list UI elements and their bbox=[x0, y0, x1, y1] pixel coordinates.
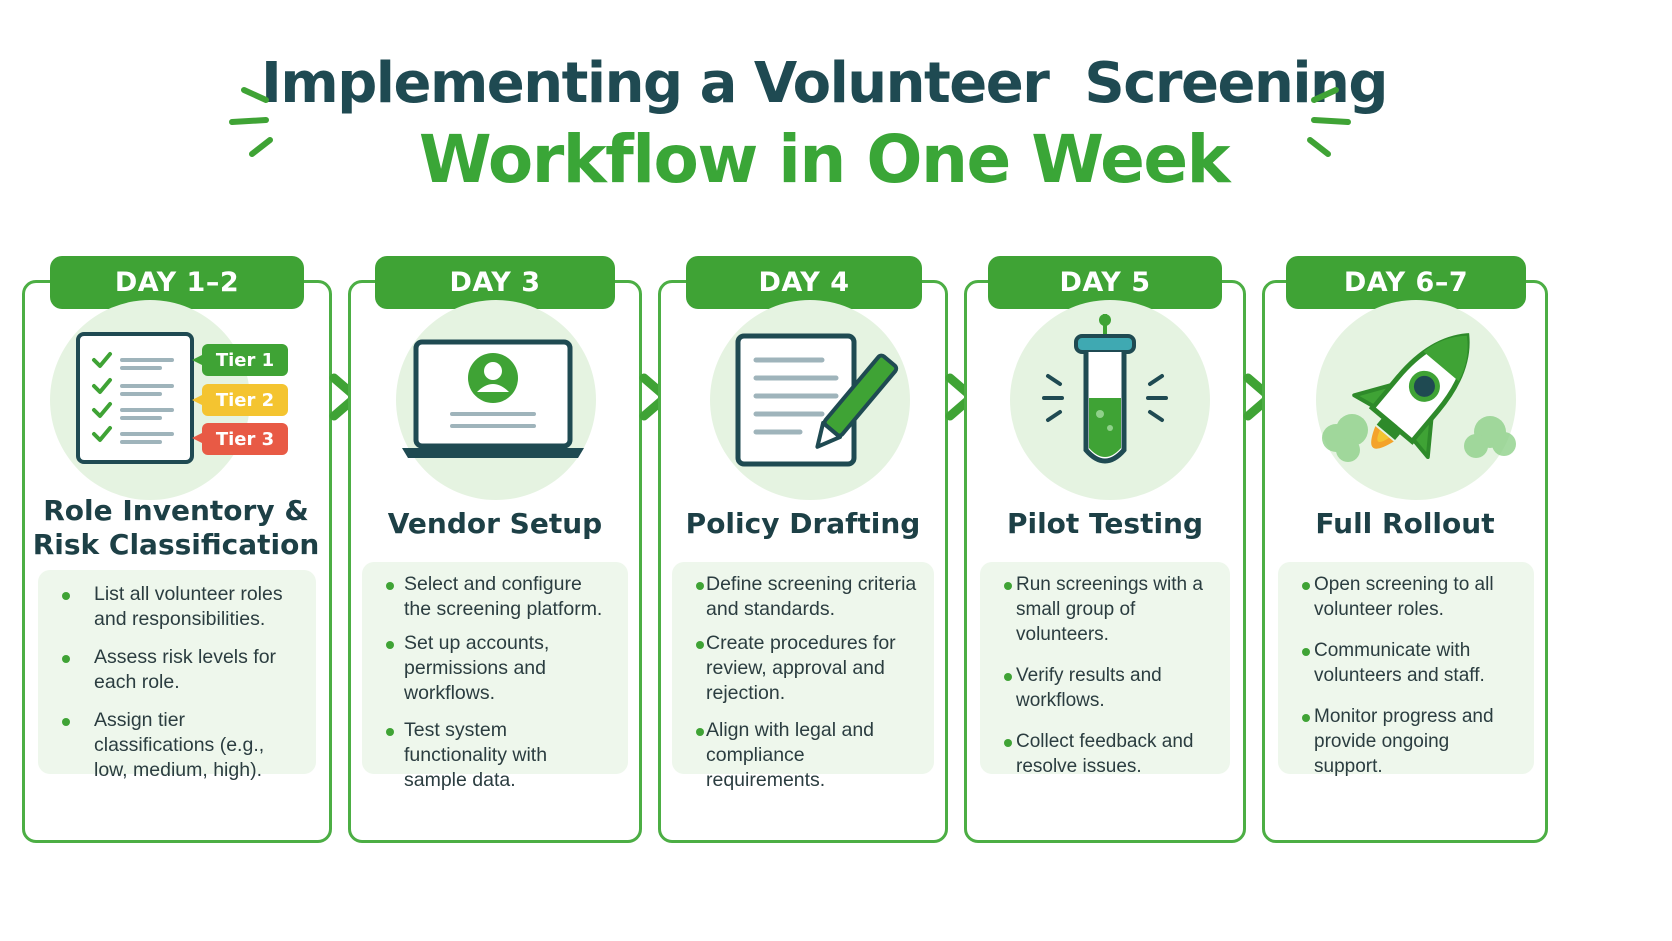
day-tab-1: DAY 1–2 bbox=[50, 256, 304, 309]
rocket-icon bbox=[1322, 333, 1516, 462]
step-list-4: Run screenings with a small group of vol… bbox=[980, 562, 1230, 777]
title-line-2: Workflow in One Week bbox=[418, 121, 1231, 198]
step-title-1: Role Inventory & Risk Classification bbox=[26, 494, 326, 562]
list-item: Assess risk levels for each role. bbox=[56, 645, 302, 695]
step-title-5-line-1: Full Rollout bbox=[1315, 507, 1495, 540]
step-title-1-line-2: Risk Classification bbox=[32, 528, 320, 561]
step-list-5: Open screening to all volunteer roles. C… bbox=[1278, 562, 1534, 777]
step-title-2-line-1: Vendor Setup bbox=[387, 507, 603, 540]
step-title-5: Full Rollout bbox=[1264, 507, 1546, 541]
step-list-2: Select and configure the screening platf… bbox=[362, 562, 628, 791]
tier-2-badge: Tier 2 bbox=[202, 384, 288, 416]
list-item: Open screening to all volunteer roles. bbox=[1296, 572, 1520, 622]
list-item: Monitor progress and provide ongoing sup… bbox=[1296, 704, 1520, 779]
list-item: Collect feedback and resolve issues. bbox=[998, 729, 1216, 779]
burst-right-icon bbox=[1307, 87, 1351, 157]
burst-left-icon bbox=[229, 87, 273, 157]
step-title-4-line-1: Pilot Testing bbox=[1006, 507, 1204, 540]
test-tube-icon bbox=[1042, 314, 1168, 464]
list-item: Create procedures for review, approval a… bbox=[690, 631, 920, 706]
list-item: Align with legal and compliance requirem… bbox=[690, 718, 920, 793]
step-title-1-line-1: Role Inventory & bbox=[43, 494, 309, 527]
title-line-1: Implementing a Volunteer Screening bbox=[261, 51, 1389, 116]
list-item: Select and configure the screening platf… bbox=[380, 572, 614, 622]
document-pen-icon bbox=[735, 333, 899, 467]
list-item: List all volunteer roles and responsibil… bbox=[56, 582, 302, 632]
list-item: Run screenings with a small group of vol… bbox=[998, 572, 1216, 647]
tier-1-badge: Tier 1 bbox=[202, 344, 288, 376]
step-list-1: List all volunteer roles and responsibil… bbox=[38, 570, 316, 781]
step-list-3: Define screening criteria and standards.… bbox=[672, 562, 934, 791]
list-item: Test system functionality with sample da… bbox=[380, 718, 614, 793]
list-item: Assign tier classifications (e.g., low, … bbox=[56, 708, 302, 783]
step-title-2: Vendor Setup bbox=[350, 507, 640, 541]
tier-3-badge: Tier 3 bbox=[202, 423, 288, 455]
list-item: Define screening criteria and standards. bbox=[690, 572, 920, 622]
list-item: Communicate with volunteers and staff. bbox=[1296, 638, 1520, 688]
step-title-3-line-1: Policy Drafting bbox=[685, 507, 921, 540]
list-item: Set up accounts, permissions and workflo… bbox=[380, 631, 614, 706]
list-item: Verify results and workflows. bbox=[998, 663, 1216, 713]
checklist-tiers-icon bbox=[76, 332, 204, 464]
laptop-user-icon bbox=[402, 339, 584, 458]
step-title-4: Pilot Testing bbox=[966, 507, 1244, 541]
title-block: Implementing a Volunteer Screening Workf… bbox=[0, 48, 1672, 200]
step-title-3: Policy Drafting bbox=[660, 507, 946, 541]
